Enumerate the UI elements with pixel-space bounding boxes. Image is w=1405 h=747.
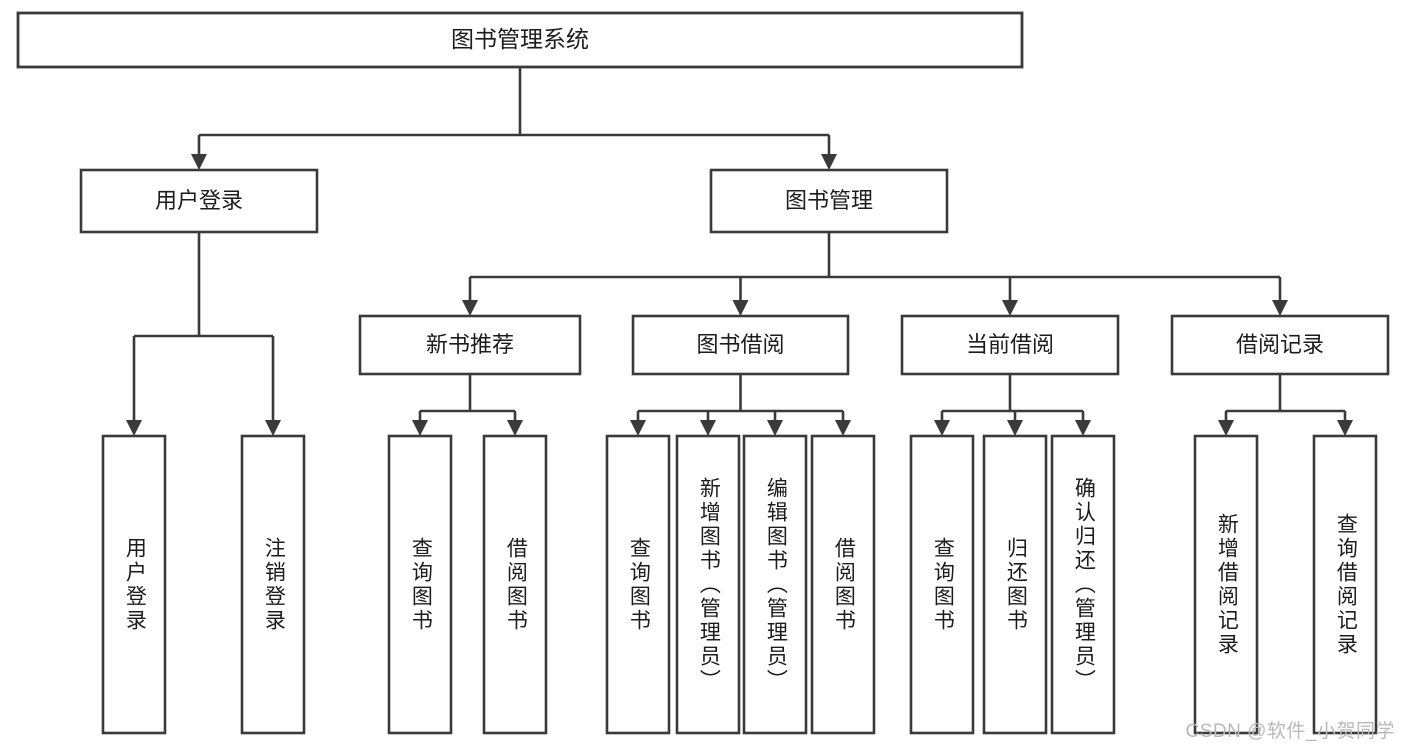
bookmgmt-to-level3-arrow-1 (732, 300, 749, 316)
leaf-node-5[interactable] (675, 434, 741, 735)
leaf-node-0[interactable] (101, 434, 167, 735)
userlogin-to-leaves-arrow-1 (265, 420, 281, 436)
bookmgmt-to-level3-arrow-3 (1272, 300, 1288, 316)
bookmgmt-to-level3-arrow-2 (1002, 300, 1018, 316)
watermark-text: CSDN @软件_小贺同学 (1185, 721, 1395, 742)
level3-图书借阅-to-leaves-arrow-2 (767, 420, 783, 436)
leaf-node-12[interactable] (1312, 434, 1378, 735)
level3-借阅记录-to-leaves-arrow-1 (1337, 420, 1353, 436)
level2-node-图书管理-1[interactable] (709, 168, 949, 234)
level3-借阅记录-to-leaves-arrow-0 (1218, 420, 1234, 436)
userlogin-to-leaves-arrow-0 (126, 420, 142, 436)
leaf-node-8[interactable] (909, 434, 975, 735)
level3-当前借阅-to-leaves-arrow-1 (1007, 420, 1023, 436)
level3-图书借阅-to-leaves-arrow-3 (835, 420, 851, 436)
level3-新书推荐-to-leaves-arrow-0 (412, 420, 428, 436)
leaf-node-1[interactable] (240, 434, 306, 735)
connectors-layer (126, 67, 1353, 436)
level2-node-用户登录-label-0: 用户登录 (155, 188, 243, 213)
level3-图书借阅-to-leaves-arrow-0 (630, 420, 646, 436)
level3-node-图书借阅-1[interactable] (631, 314, 850, 376)
level3-当前借阅-to-leaves-arrow-2 (1075, 420, 1091, 436)
root-node-label: 图书管理系统 (451, 26, 589, 52)
level3-node-图书借阅-label-1: 图书借阅 (696, 332, 784, 357)
leaf-node-9[interactable] (982, 434, 1048, 735)
root-to-level2-arrow-0 (191, 154, 207, 170)
leaf-node-3[interactable] (482, 434, 548, 735)
boxes-layer (16, 11, 1390, 735)
leaf-node-2[interactable] (387, 434, 453, 735)
level3-node-当前借阅-label-2: 当前借阅 (966, 332, 1054, 357)
level3-node-借阅记录-label-3: 借阅记录 (1236, 332, 1324, 357)
root-node[interactable] (16, 11, 1024, 69)
leaf-node-7[interactable] (810, 434, 876, 735)
leaf-node-4[interactable] (605, 434, 671, 735)
level3-node-新书推荐-label-0: 新书推荐 (426, 332, 514, 357)
leaf-node-11[interactable] (1193, 434, 1259, 735)
bookmgmt-to-level3-arrow-0 (462, 300, 478, 316)
level3-node-当前借阅-2[interactable] (900, 314, 1120, 376)
root-to-level2-arrow-1 (821, 154, 837, 170)
level3-图书借阅-to-leaves-arrow-1 (700, 420, 716, 436)
leaf-node-6[interactable] (742, 434, 808, 735)
level2-node-用户登录-0[interactable] (79, 168, 319, 234)
level3-node-新书推荐-0[interactable] (358, 314, 582, 376)
level3-当前借阅-to-leaves-arrow-0 (934, 420, 950, 436)
level3-node-借阅记录-3[interactable] (1170, 314, 1390, 376)
level2-node-图书管理-label-1: 图书管理 (785, 188, 873, 213)
level3-新书推荐-to-leaves-arrow-1 (507, 420, 523, 436)
leaf-node-10[interactable] (1050, 434, 1116, 735)
